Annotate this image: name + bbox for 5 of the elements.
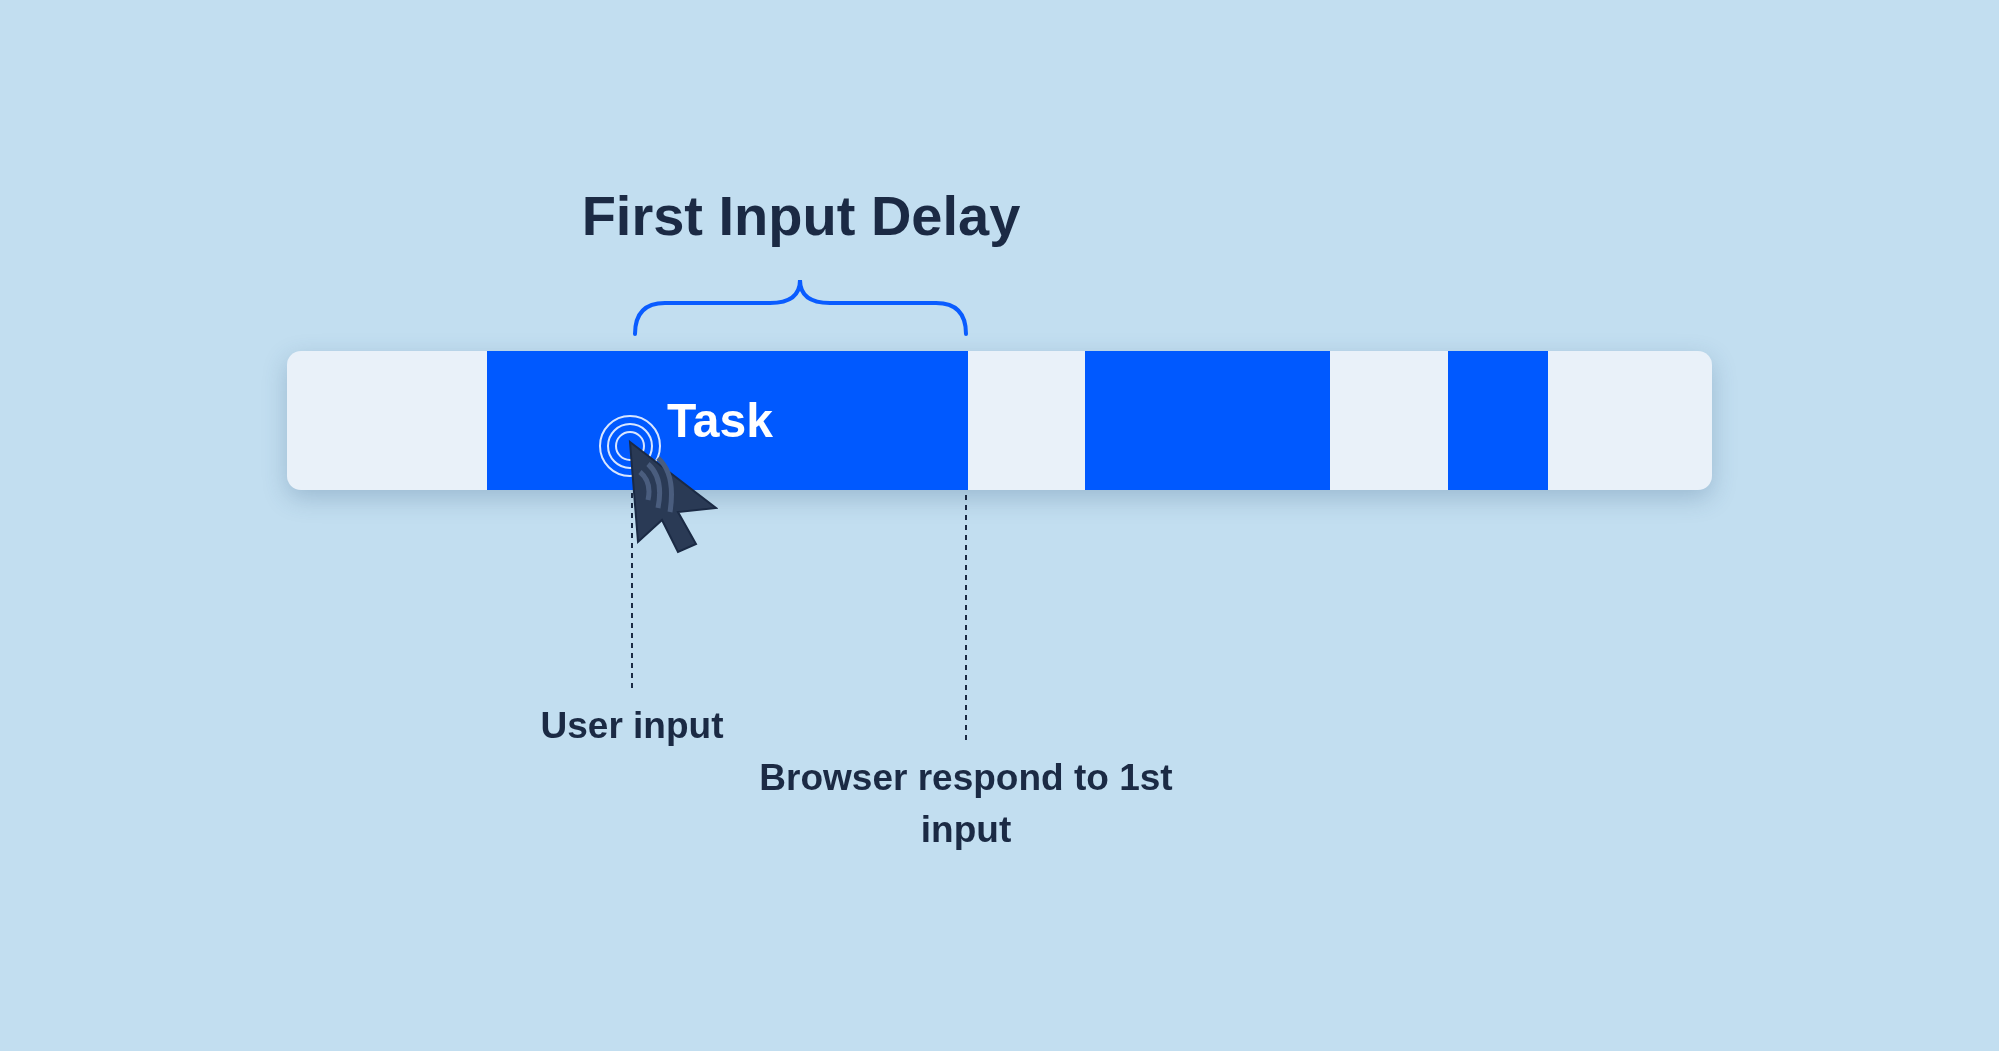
task-segment	[1085, 351, 1330, 490]
task-segment	[1448, 351, 1548, 490]
timeline-bar	[287, 351, 1712, 490]
task-label: Task	[667, 396, 773, 445]
task-segment	[487, 351, 968, 490]
